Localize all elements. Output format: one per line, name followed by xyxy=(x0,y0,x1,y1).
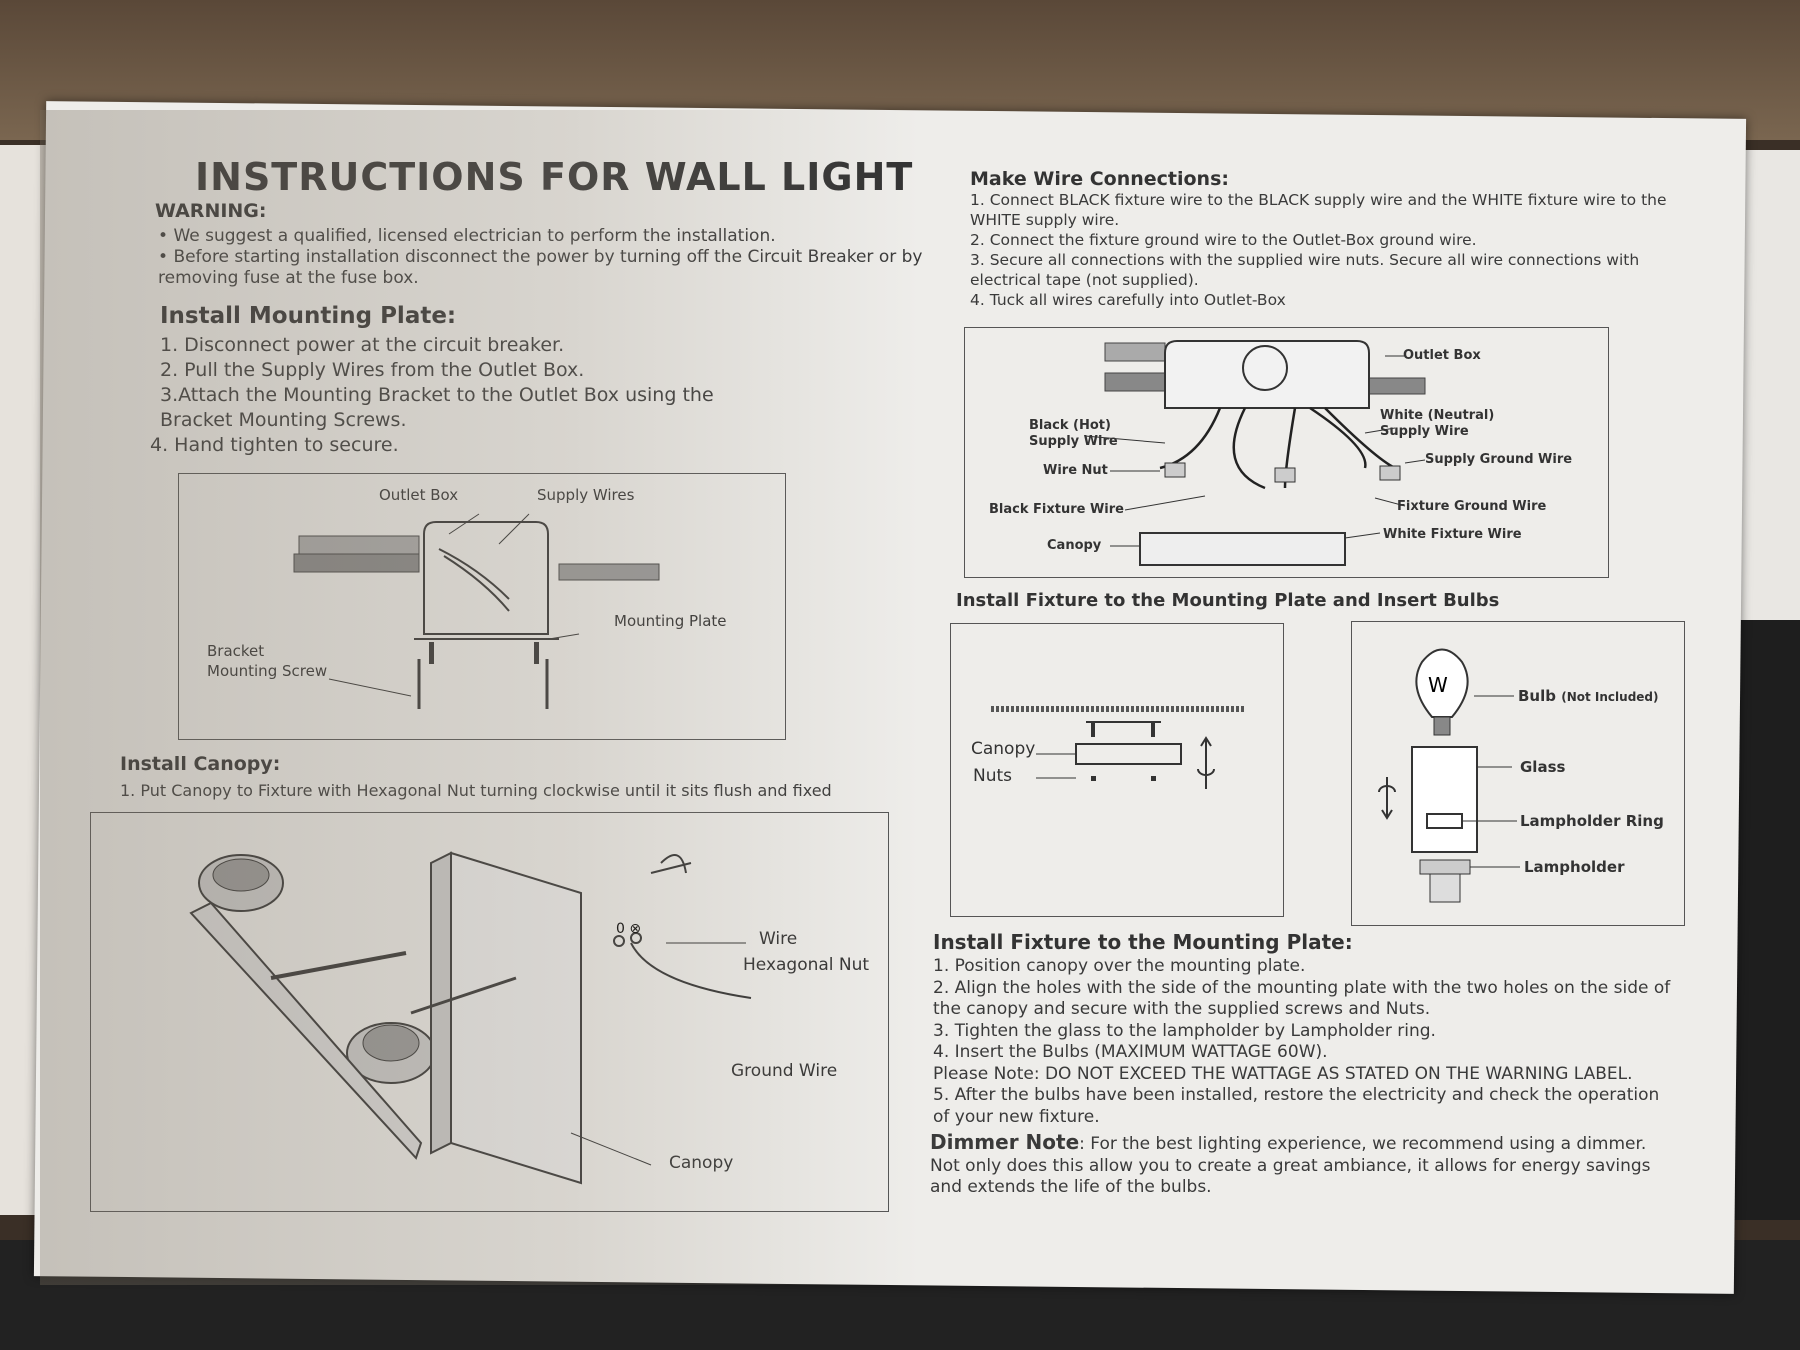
mounting-plate-heading: Install Mounting Plate: xyxy=(160,303,457,329)
warning-item: • We suggest a qualified, licensed elect… xyxy=(158,226,776,246)
step: 2. Pull the Supply Wires from the Outlet… xyxy=(160,359,585,381)
step: 4. Tuck all wires carefully into Outlet-… xyxy=(970,291,1286,309)
canopy-drawing: 0 ⊗ xyxy=(189,851,752,1185)
step: 1. Connect BLACK fixture wire to the BLA… xyxy=(970,191,1667,229)
label-black-supply: Supply Wire xyxy=(1029,434,1118,449)
label-wire: Wire xyxy=(759,929,798,949)
label-bulb: Bulb (Not Included) xyxy=(1518,687,1659,705)
wire-connections-steps: 1. Connect BLACK fixture wire to the BLA… xyxy=(970,190,1670,310)
label-supply-wires: Supply Wires xyxy=(537,486,635,504)
label-hexagonal-nut: Hexagonal Nut xyxy=(743,955,870,975)
step: 1. Disconnect power at the circuit break… xyxy=(160,334,565,356)
mounting-plate-drawing xyxy=(293,513,660,709)
warning-item: • Before starting installation disconnec… xyxy=(158,247,923,288)
bulb-text: Bulb xyxy=(1518,687,1556,705)
label-wire-nut: Wire Nut xyxy=(1043,463,1108,478)
wire-connections-drawing xyxy=(1084,340,1426,566)
label-black-hot: Black (Hot) xyxy=(1029,418,1111,433)
label-white-neutral: White (Neutral) xyxy=(1380,408,1495,423)
warning-list: • We suggest a qualified, licensed elect… xyxy=(158,226,938,289)
fixture-canopy-drawing xyxy=(991,706,1246,789)
label-lampholder: Lampholder xyxy=(1524,858,1625,876)
fixture-bulbs-heading: Install Fixture to the Mounting Plate an… xyxy=(956,590,1500,611)
bulb-note: (Not Included) xyxy=(1561,690,1659,704)
label-lampholder-ring: Lampholder Ring xyxy=(1520,812,1664,830)
label-bracket: Bracket xyxy=(207,642,265,660)
please-note: Please Note: DO NOT EXCEED THE WATTAGE A… xyxy=(933,1063,1633,1084)
mounting-plate-diagram: Outlet Box Supply Wires Mounting Plate B… xyxy=(178,473,786,740)
label-supply-ground: Supply Ground Wire xyxy=(1425,452,1573,467)
bulb-glass-drawing: W xyxy=(1378,648,1520,903)
label-canopy: Canopy xyxy=(1047,538,1102,553)
step: 2. Align the holes with the side of the … xyxy=(933,977,1671,1020)
label-nuts: Nuts xyxy=(973,766,1013,786)
fixture-plate-heading: Install Fixture to the Mounting Plate: xyxy=(933,930,1353,954)
label-white-fixture: White Fixture Wire xyxy=(1383,527,1522,542)
wire-connections-heading: Make Wire Connections: xyxy=(970,168,1229,190)
label-mounting-plate: Mounting Plate xyxy=(614,612,727,630)
svg-text:W: W xyxy=(1428,673,1448,697)
step: 3. Tighten the glass to the lampholder b… xyxy=(933,1020,1436,1041)
step: 5. After the bulbs have been installed, … xyxy=(933,1085,1660,1127)
dimmer-note-text: : For the best lighting experience, we r… xyxy=(930,1134,1651,1197)
label-canopy: Canopy xyxy=(669,1153,734,1173)
label-black-fixture: Black Fixture Wire xyxy=(989,502,1124,517)
label-canopy: Canopy xyxy=(971,739,1036,759)
step: 3. Secure all connections with the suppl… xyxy=(970,251,1640,289)
label-outlet-box: Outlet Box xyxy=(1403,348,1481,363)
label-glass: Glass xyxy=(1520,758,1566,776)
warning-text: We suggest a qualified, licensed electri… xyxy=(173,226,776,246)
step: 1. Position canopy over the mounting pla… xyxy=(933,956,1306,976)
label-mounting-screw: Mounting Screw xyxy=(207,662,328,680)
label-fixture-ground: Fixture Ground Wire xyxy=(1397,499,1547,514)
canopy-step: 1. Put Canopy to Fixture with Hexagonal … xyxy=(120,781,832,800)
bulb-glass-diagram: W Bulb (Not Included) Glass Lampholder R… xyxy=(1351,621,1685,926)
step: 4. Insert the Bulbs (MAXIMUM WATTAGE 60W… xyxy=(933,1042,1328,1062)
step: 4. Hand tighten to secure. xyxy=(150,434,399,456)
label-ground-wire: Ground Wire xyxy=(731,1061,838,1081)
wire-connections-diagram: Outlet Box Black (Hot) Supply Wire White… xyxy=(964,327,1609,578)
canopy-diagram: 0 ⊗ Wire Hexagonal Nut Ground Wire Canop… xyxy=(90,812,889,1212)
step: 2. Connect the fixture ground wire to th… xyxy=(970,231,1477,249)
label-white-supply: Supply Wire xyxy=(1380,424,1469,439)
fixture-canopy-diagram: Canopy Nuts xyxy=(950,623,1284,917)
warning-text: Before starting installation disconnect … xyxy=(158,247,923,288)
page-title: INSTRUCTIONS FOR WALL LIGHT xyxy=(195,155,914,199)
dimmer-note: Dimmer Note: For the best lighting exper… xyxy=(930,1130,1680,1199)
warning-heading: WARNING: xyxy=(155,200,267,222)
step: 3.Attach the Mounting Bracket to the Out… xyxy=(160,384,714,431)
label-outlet-box: Outlet Box xyxy=(379,486,459,504)
dimmer-note-heading: Dimmer Note xyxy=(930,1130,1080,1154)
mounting-plate-steps: 1. Disconnect power at the circuit break… xyxy=(150,333,750,458)
svg-text:0 ⊗: 0 ⊗ xyxy=(616,921,641,937)
fixture-plate-steps: 1. Position canopy over the mounting pla… xyxy=(933,956,1673,1128)
canopy-heading: Install Canopy: xyxy=(120,753,281,775)
